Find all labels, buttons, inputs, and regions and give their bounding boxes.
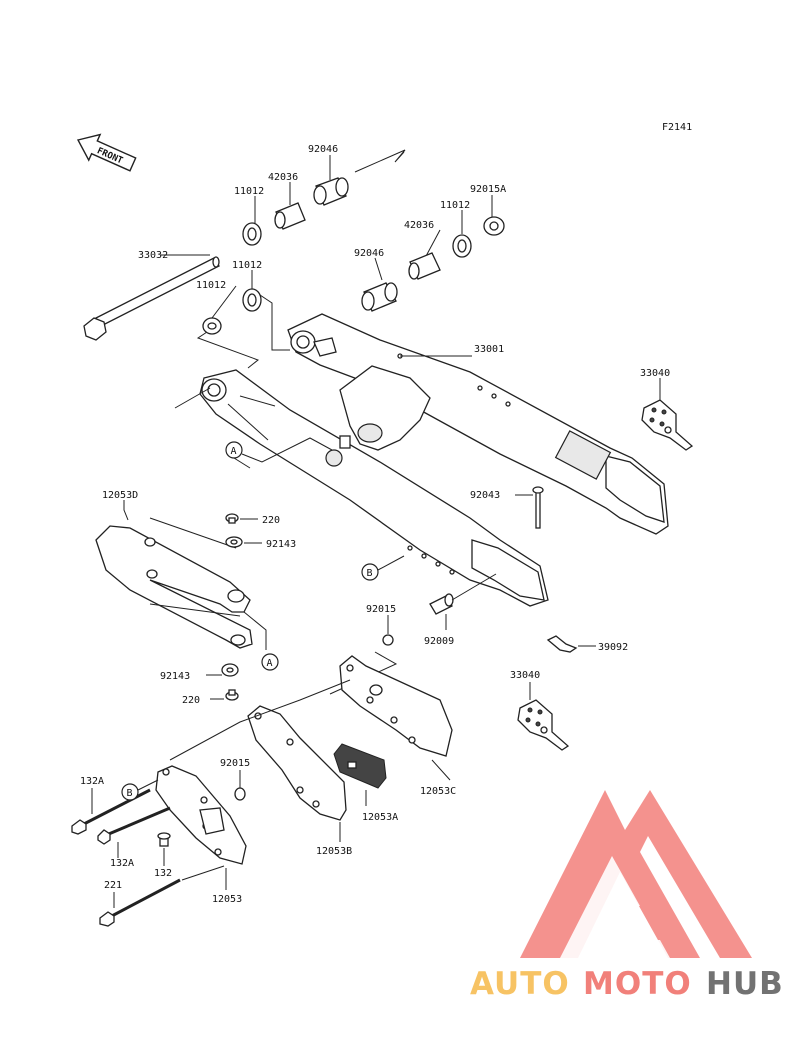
callout-39092: 39092 bbox=[598, 642, 628, 653]
callout-33032: 33032 bbox=[138, 250, 168, 261]
seal-11012-a bbox=[242, 222, 262, 246]
callout-92015-b: 92015 bbox=[220, 758, 250, 769]
bolt-220-b bbox=[225, 689, 239, 701]
bolt-132A-a bbox=[71, 788, 151, 835]
callout-12053B: 12053B bbox=[316, 846, 352, 857]
watermark-auto: AUTO bbox=[470, 966, 570, 1002]
callout-132: 132 bbox=[154, 868, 172, 879]
callout-92043: 92043 bbox=[470, 490, 500, 501]
chain-guide-12053C bbox=[339, 655, 453, 757]
callout-12053A: 12053A bbox=[362, 812, 398, 823]
callout-92143-a: 92143 bbox=[266, 539, 296, 550]
ref-marker-b2: B bbox=[121, 783, 139, 801]
callout-33040-b: 33040 bbox=[510, 670, 540, 681]
callout-92046-top: 92046 bbox=[308, 144, 338, 155]
callout-92143-b: 92143 bbox=[160, 671, 190, 682]
callout-92009: 92009 bbox=[424, 636, 454, 647]
svg-text:A: A bbox=[267, 658, 273, 669]
callout-11012-b: 11012 bbox=[440, 200, 470, 211]
callout-92046-b: 92046 bbox=[354, 248, 384, 259]
automotohub-logo: AUTO MOTO HUB bbox=[470, 790, 784, 1002]
pivot-shaft-33032 bbox=[83, 256, 220, 341]
svg-text:B: B bbox=[367, 568, 373, 579]
watermark-hub: HUB bbox=[706, 966, 784, 1002]
bolt-221 bbox=[99, 878, 181, 927]
bearing-92046-top bbox=[313, 177, 349, 206]
chain-adjuster-33040-b bbox=[517, 699, 570, 751]
chain-guide-pad-12053A bbox=[333, 743, 387, 789]
callout-12053D: 12053D bbox=[102, 490, 138, 501]
nut-92015A bbox=[483, 216, 505, 236]
bolt-132A-b bbox=[97, 806, 171, 845]
svg-text:A: A bbox=[231, 446, 237, 457]
callout-92015A: 92015A bbox=[470, 184, 506, 195]
diagram-code: F2141 bbox=[662, 122, 692, 133]
callout-132A-b: 132A bbox=[110, 858, 134, 869]
callout-33040-a: 33040 bbox=[640, 368, 670, 379]
callout-33001: 33001 bbox=[474, 344, 504, 355]
callout-11012-c: 11012 bbox=[232, 260, 262, 271]
callout-92015-a: 92015 bbox=[366, 604, 396, 615]
bolt-92009 bbox=[429, 593, 454, 615]
callout-42036-top: 42036 bbox=[268, 172, 298, 183]
seal-11012-c bbox=[242, 288, 262, 312]
callout-12053C: 12053C bbox=[420, 786, 456, 797]
swingarm-33001 bbox=[199, 313, 669, 607]
chain-guide-12053 bbox=[155, 765, 247, 865]
seal-11012-b bbox=[452, 234, 472, 258]
svg-text:B: B bbox=[127, 788, 133, 799]
ref-marker-a1: A bbox=[225, 441, 243, 459]
bolt-220-a bbox=[225, 513, 239, 524]
chain-slider-12053D bbox=[95, 525, 253, 649]
clip-39092 bbox=[546, 635, 578, 653]
pin-92043 bbox=[532, 486, 544, 529]
bolt-132 bbox=[157, 832, 171, 847]
callout-11012-a: 11012 bbox=[234, 186, 264, 197]
nut-92015-b bbox=[234, 787, 246, 801]
callout-12053: 12053 bbox=[212, 894, 242, 905]
collar-92143-b bbox=[221, 663, 239, 677]
collar-42036-top bbox=[274, 202, 306, 230]
callout-132A-a: 132A bbox=[80, 776, 104, 787]
ref-marker-b1: B bbox=[361, 563, 379, 581]
chain-adjuster-33040-a bbox=[641, 399, 694, 451]
watermark-moto: MOTO bbox=[583, 966, 692, 1002]
front-arrow-icon: FRONT bbox=[76, 133, 137, 172]
bearing-92046-b bbox=[361, 282, 398, 312]
callout-221: 221 bbox=[104, 880, 122, 891]
ref-marker-a2: A bbox=[261, 653, 279, 671]
collar-92143-a bbox=[225, 536, 243, 548]
collar-42036-b bbox=[408, 252, 441, 280]
callout-11012-d: 11012 bbox=[196, 280, 226, 291]
seal-11012-d bbox=[202, 317, 222, 335]
callout-42036-b: 42036 bbox=[404, 220, 434, 231]
callout-220-b: 220 bbox=[182, 695, 200, 706]
nut-92015-a bbox=[382, 634, 394, 646]
callout-220-a: 220 bbox=[262, 515, 280, 526]
chain-guide-12053B bbox=[247, 705, 347, 821]
